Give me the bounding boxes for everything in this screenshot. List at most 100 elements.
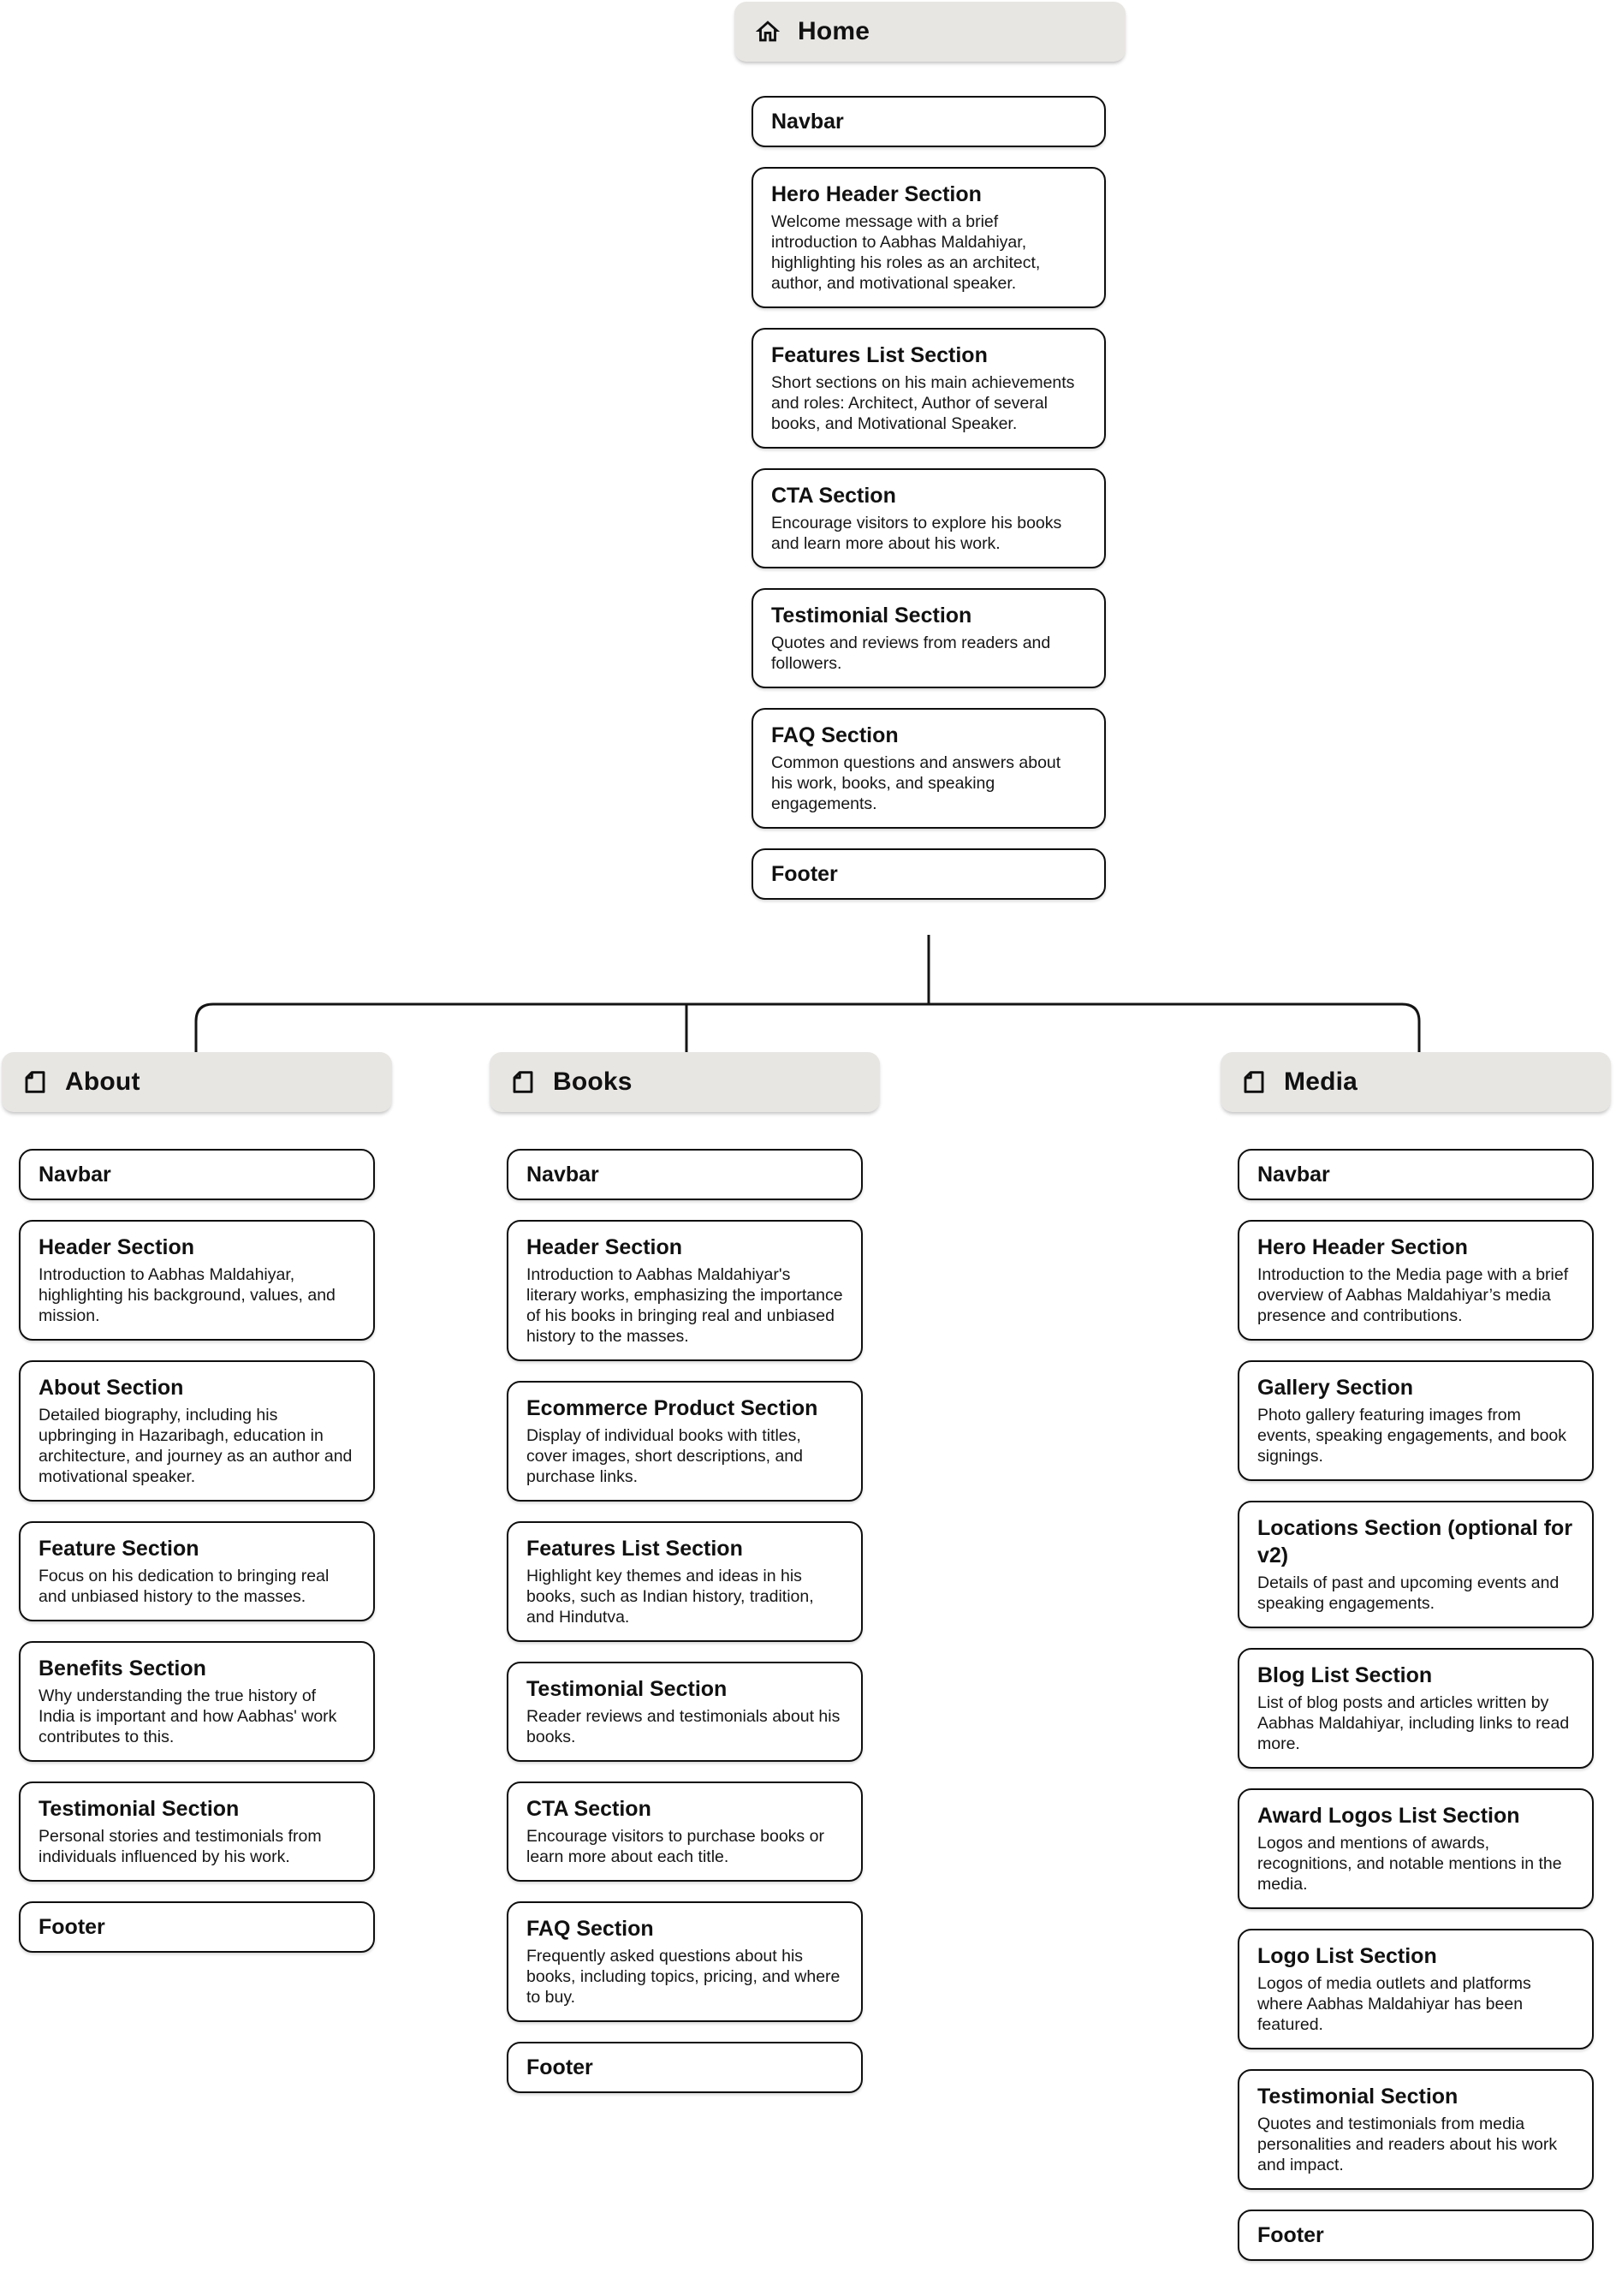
- section-description: Frequently asked questions about his boo…: [526, 1947, 841, 2007]
- section-title: Hero Header Section: [771, 182, 982, 206]
- section-title: Testimonial Section: [1257, 2085, 1459, 2109]
- page-header-media[interactable]: Media: [1221, 1052, 1611, 1112]
- section-description: Common questions and answers about his w…: [771, 753, 1061, 813]
- section-title: Gallery Section: [1257, 1376, 1414, 1400]
- section-title: Blog List Section: [1257, 1663, 1433, 1687]
- section-title: Footer: [39, 1915, 105, 1939]
- card-about-navbar[interactable]: Navbar: [19, 1149, 375, 1200]
- section-description: Details of past and upcoming events and …: [1257, 1573, 1560, 1613]
- card-home-footer[interactable]: Footer: [752, 848, 1106, 900]
- page-title: Books: [553, 1068, 633, 1096]
- section-title: Navbar: [1257, 1163, 1330, 1187]
- page-header-home[interactable]: Home: [734, 2, 1126, 62]
- section-title: CTA Section: [771, 484, 896, 508]
- section-title: Header Section: [39, 1235, 195, 1259]
- section-description: Photo gallery featuring images from even…: [1257, 1406, 1567, 1466]
- card-home-navbar[interactable]: Navbar: [752, 96, 1106, 147]
- section-title: FAQ Section: [526, 1917, 654, 1941]
- section-description: Focus on his dedication to bringing real…: [39, 1567, 330, 1606]
- section-title: Header Section: [526, 1235, 683, 1259]
- card-about-footer[interactable]: Footer: [19, 1901, 375, 1953]
- section-title: Testimonial Section: [526, 1677, 728, 1701]
- section-title: About Section: [39, 1376, 184, 1400]
- section-title: Features List Section: [526, 1537, 743, 1561]
- section-description: Highlight key themes and ideas in his bo…: [526, 1567, 814, 1627]
- page-title: Media: [1284, 1068, 1358, 1096]
- section-title: Navbar: [771, 110, 844, 134]
- section-description: Reader reviews and testimonials about hi…: [526, 1707, 841, 1746]
- section-description: Welcome message with a brief introductio…: [771, 212, 1041, 293]
- card-media-footer[interactable]: Footer: [1238, 2210, 1594, 2261]
- section-title: Testimonial Section: [771, 604, 972, 628]
- card-media-navbar[interactable]: Navbar: [1238, 1149, 1594, 1200]
- section-description: Quotes and testimonials from media perso…: [1257, 2115, 1558, 2174]
- section-description: Personal stories and testimonials from i…: [39, 1827, 322, 1866]
- section-title: Ecommerce Product Section: [526, 1396, 818, 1420]
- section-description: Why understanding the true history of In…: [39, 1686, 337, 1746]
- section-description: Logos and mentions of awards, recognitio…: [1257, 1834, 1562, 1894]
- section-title: Logo List Section: [1257, 1944, 1437, 1968]
- section-description: Display of individual books with titles,…: [526, 1426, 803, 1486]
- section-title: Benefits Section: [39, 1657, 206, 1680]
- page-icon: [508, 1068, 538, 1097]
- page-header-books[interactable]: Books: [490, 1052, 880, 1112]
- section-description: Short sections on his main achievements …: [771, 373, 1075, 433]
- page-title: About: [65, 1068, 140, 1096]
- section-description: Introduction to Aabhas Maldahiyar's lite…: [526, 1265, 843, 1346]
- card-books-navbar[interactable]: Navbar: [507, 1149, 863, 1200]
- page-icon: [1239, 1068, 1268, 1097]
- card-media-locations[interactable]: Locations Section (optional for v2) Detai…: [1238, 1501, 1594, 1628]
- section-description: Logos of media outlets and platforms whe…: [1257, 1974, 1531, 2034]
- section-title: Footer: [1257, 2223, 1324, 2247]
- section-title: Award Logos List Section: [1257, 1804, 1520, 1828]
- home-icon: [753, 17, 782, 46]
- section-title: Footer: [771, 862, 838, 886]
- page-header-about[interactable]: About: [2, 1052, 392, 1112]
- section-description: Encourage visitors to purchase books or …: [526, 1827, 824, 1866]
- section-description: List of blog posts and articles written …: [1257, 1693, 1570, 1753]
- section-title: Testimonial Section: [39, 1797, 240, 1821]
- section-title: Navbar: [39, 1163, 111, 1187]
- section-title: Locations Section (optional for v2): [1257, 1516, 1573, 1567]
- section-title: Footer: [526, 2055, 593, 2079]
- section-description: Quotes and reviews from readers and foll…: [771, 633, 1051, 673]
- section-description: Detailed biography, including his upbrin…: [39, 1406, 353, 1486]
- page-title: Home: [798, 17, 870, 45]
- page-icon: [21, 1068, 50, 1097]
- section-title: Feature Section: [39, 1537, 199, 1561]
- card-books-footer[interactable]: Footer: [507, 2042, 863, 2093]
- section-title: FAQ Section: [771, 723, 899, 747]
- section-description: Introduction to the Media page with a br…: [1257, 1265, 1569, 1325]
- section-title: Hero Header Section: [1257, 1235, 1468, 1259]
- section-description: Encourage visitors to explore his books …: [771, 514, 1062, 553]
- section-title: CTA Section: [526, 1797, 651, 1821]
- section-title: Navbar: [526, 1163, 599, 1187]
- section-description: Introduction to Aabhas Maldahiyar, highl…: [39, 1265, 336, 1325]
